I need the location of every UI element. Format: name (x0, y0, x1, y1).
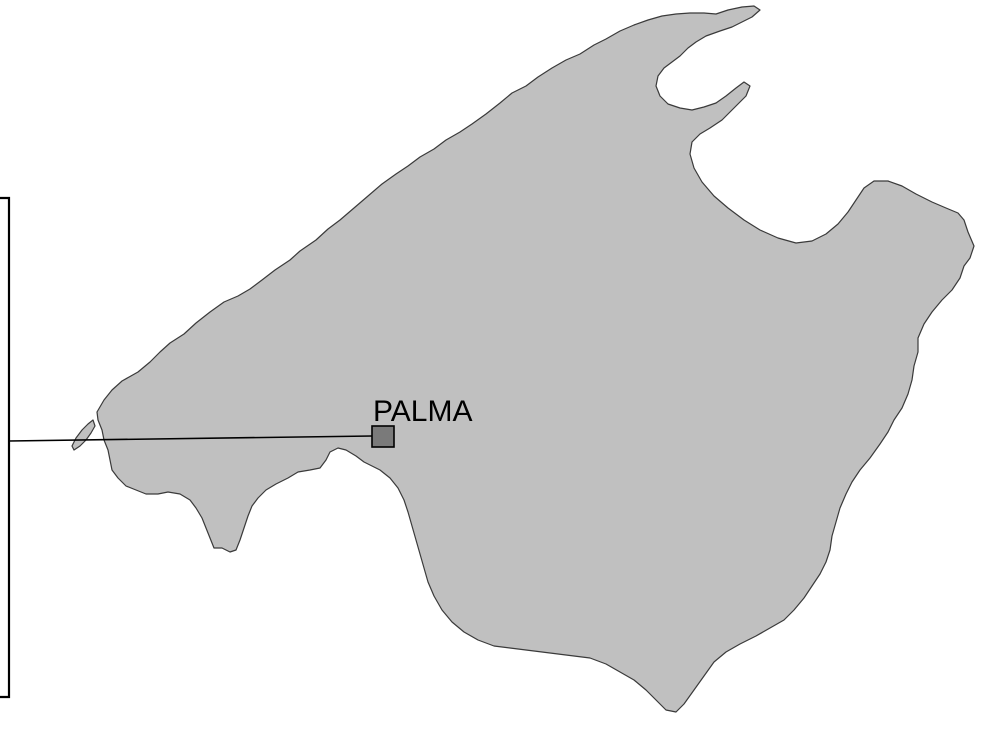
inset-frame-bracket (0, 196, 11, 699)
island-landmass (96, 5, 975, 713)
palma-city-label: PALMA (373, 395, 472, 428)
leader-line (8, 435, 373, 442)
islet-dragonera (71, 419, 96, 451)
palma-city-marker[interactable] (371, 425, 395, 448)
